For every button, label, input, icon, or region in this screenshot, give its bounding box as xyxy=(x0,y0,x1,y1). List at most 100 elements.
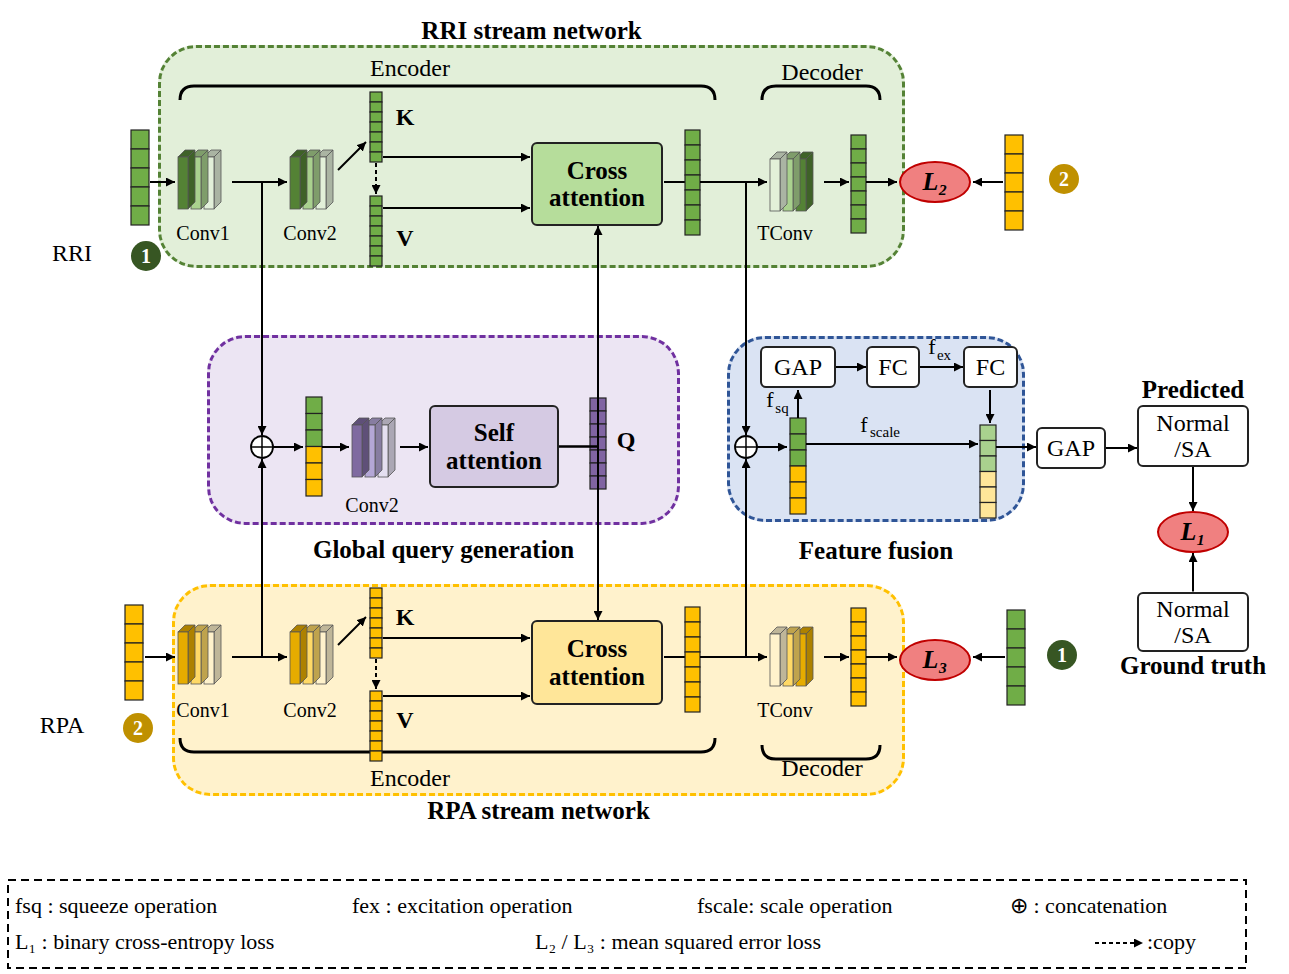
signal-line xyxy=(745,182,747,435)
label-holder: Q xyxy=(617,427,636,454)
feature-vector xyxy=(370,132,382,142)
node-heading: Feature fusion xyxy=(799,537,953,565)
part-label: TConv xyxy=(757,222,813,245)
feature-vector xyxy=(370,648,382,658)
signal-line xyxy=(824,656,849,658)
layer-box: FC xyxy=(866,346,920,388)
signal-line xyxy=(261,182,263,435)
conv-block xyxy=(375,418,382,477)
feature-vector xyxy=(1007,610,1025,629)
part-label: Conv2 xyxy=(345,494,398,517)
feature-vector xyxy=(370,112,382,122)
conv-block xyxy=(313,625,320,684)
feature-vector xyxy=(790,450,806,466)
layer-box: GAP xyxy=(760,346,836,388)
feature-vector xyxy=(370,256,382,266)
signal-line xyxy=(322,446,349,448)
feature-vector xyxy=(851,622,866,636)
feature-vector xyxy=(851,205,866,219)
label-holder: f xyxy=(766,387,773,413)
legend-holder: L₁ : binary cross-entropy loss xyxy=(15,929,274,955)
conv-block xyxy=(201,625,208,684)
conv-block xyxy=(178,150,195,157)
conv-block xyxy=(780,627,787,686)
label-holder: ex xyxy=(937,346,951,364)
loss-ellipse: L₂ xyxy=(899,161,971,203)
legend-text: ⊕ : concatenation xyxy=(1010,893,1167,919)
legend-text: fex : excitation operation xyxy=(352,893,573,919)
connector xyxy=(1192,467,1194,511)
conv-block xyxy=(770,634,780,686)
feature-vector xyxy=(980,441,996,457)
signal-line xyxy=(232,181,287,183)
part-label: RRI xyxy=(52,240,92,267)
label-holder: Encoder xyxy=(370,55,450,82)
feature-vector xyxy=(131,149,149,168)
concat-symbol xyxy=(735,436,757,458)
feature-vector xyxy=(370,741,382,751)
signal-line xyxy=(797,390,799,418)
conv-block xyxy=(188,150,195,209)
feature-vector xyxy=(851,191,866,205)
feature-vector xyxy=(1005,135,1023,154)
label-holder: f xyxy=(928,334,935,360)
concat-symbol xyxy=(251,436,273,458)
node-text: GAP xyxy=(1047,435,1095,461)
conv-block xyxy=(780,152,787,211)
conv-block xyxy=(352,418,369,425)
signal-line xyxy=(145,656,175,658)
label-holder: K xyxy=(396,604,415,631)
bracket xyxy=(762,745,880,759)
conv-block xyxy=(313,150,320,209)
feature-vector xyxy=(685,622,700,637)
conv-block xyxy=(290,157,300,209)
conv-block xyxy=(290,625,307,632)
feature-vector xyxy=(685,637,700,652)
feature-vector xyxy=(851,219,866,233)
module-panel: Global query generationSelf attention xyxy=(207,335,680,525)
legend-text: L₁ : binary cross-entropy loss xyxy=(15,929,274,955)
feature-vector xyxy=(370,701,382,711)
signal-line xyxy=(664,181,685,183)
legend-text: fsq : squeeze operation xyxy=(15,893,217,919)
feature-vector xyxy=(980,487,996,503)
conv-block xyxy=(770,159,780,211)
feature-vector xyxy=(131,168,149,187)
conv-block xyxy=(806,152,813,211)
concat-symbol xyxy=(261,436,263,458)
feature-vector xyxy=(1007,629,1025,648)
node-text: Self attention xyxy=(436,419,552,474)
node-text: 1 xyxy=(141,245,151,267)
feature-vector xyxy=(1005,211,1023,230)
feature-vector xyxy=(851,177,866,191)
feature-vector xyxy=(370,628,382,638)
signal-line xyxy=(383,156,530,158)
feature-vector xyxy=(851,664,866,678)
connector xyxy=(559,226,598,447)
feature-vector xyxy=(790,466,806,482)
node-text: L₂ xyxy=(923,168,948,197)
feature-vector xyxy=(685,652,700,667)
part-label: Conv2 xyxy=(283,699,336,722)
part-label: K xyxy=(396,104,415,131)
signal-line xyxy=(338,617,366,645)
feature-vector xyxy=(306,463,322,480)
label-holder: Conv1 xyxy=(176,699,229,722)
feature-vector xyxy=(125,643,143,662)
concat-symbol xyxy=(745,436,747,458)
conv-block xyxy=(770,627,787,634)
feature-vector xyxy=(685,130,700,145)
part-label: RPA xyxy=(40,712,84,739)
node-text: Cross attention xyxy=(538,157,656,212)
label-holder: Conv2 xyxy=(283,222,336,245)
label-holder: f xyxy=(860,412,867,438)
label-holder: Decoder xyxy=(781,59,862,86)
signal-line xyxy=(375,659,377,689)
label-holder: Conv1 xyxy=(176,222,229,245)
feature-vector xyxy=(306,447,322,464)
signal-line xyxy=(383,637,530,639)
feature-vector xyxy=(851,163,866,177)
part-label: f xyxy=(766,387,773,413)
feature-vector xyxy=(370,196,382,206)
